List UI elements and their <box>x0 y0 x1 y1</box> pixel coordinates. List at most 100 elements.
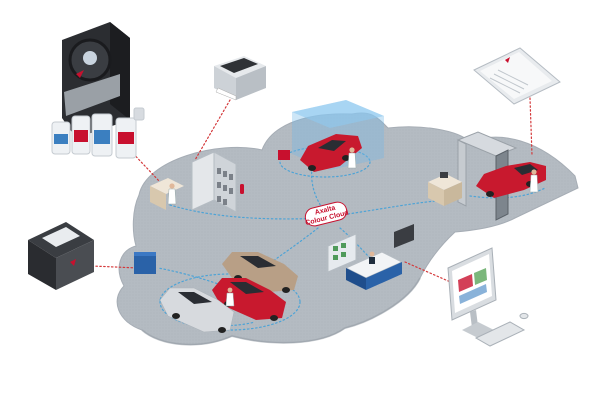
head <box>227 287 233 293</box>
bottle-cap <box>133 107 145 121</box>
wheel <box>218 327 226 333</box>
poster <box>333 255 338 260</box>
car-window <box>240 256 276 268</box>
scale-front <box>28 240 56 290</box>
body <box>225 292 235 307</box>
path-booth-to-hub <box>311 167 326 213</box>
monitor-chart-a <box>458 274 473 292</box>
scale-display <box>42 227 80 247</box>
car-window <box>318 140 346 151</box>
silver-car <box>159 287 235 333</box>
spectrophotometer-icon[interactable] <box>51 22 145 159</box>
wall-posters <box>333 243 346 260</box>
workbench-top <box>150 178 184 194</box>
wheel <box>308 165 316 171</box>
bottle-label <box>94 130 110 144</box>
colour-cloud-hub[interactable]: Axalta Colour Cloud <box>303 200 349 228</box>
tablet-screen <box>480 52 552 99</box>
monitor-icon[interactable] <box>447 247 529 347</box>
hub-pill <box>304 201 348 227</box>
link-tablet <box>529 97 533 156</box>
desk-side <box>444 182 462 206</box>
path-office-to-spray <box>469 187 546 199</box>
link-printer <box>194 99 231 161</box>
bottle-label <box>54 134 68 144</box>
parking-ring <box>159 273 301 331</box>
wheel <box>270 315 278 321</box>
paint-trolley <box>278 150 290 160</box>
parked-cars-icon[interactable] <box>134 252 298 333</box>
spray-red-car <box>476 162 546 198</box>
car-window <box>514 164 538 175</box>
monitor-chart-c <box>459 284 487 304</box>
poster <box>341 252 346 257</box>
parts-cabinet <box>134 256 156 274</box>
monitor-chart-b <box>474 268 487 285</box>
scale-icon[interactable] <box>28 222 94 290</box>
receptionist <box>369 251 375 264</box>
booth-ring <box>279 146 371 178</box>
mouse <box>519 312 529 320</box>
desk-top <box>428 174 462 190</box>
tin <box>217 182 221 188</box>
counter-side <box>366 262 402 290</box>
spray-technician <box>529 169 539 193</box>
spectro-side <box>110 22 130 120</box>
spectro-accent <box>76 70 84 78</box>
mixing-room-icon[interactable] <box>150 151 244 213</box>
printer-icon[interactable] <box>214 56 266 101</box>
printer-lid <box>220 58 258 73</box>
shelf-tins <box>217 168 233 205</box>
scale-side <box>56 240 94 290</box>
car-window <box>230 282 264 294</box>
technician <box>167 183 177 205</box>
bottle-label <box>118 132 134 144</box>
workstation-icon[interactable] <box>428 172 462 206</box>
link-monitor <box>404 261 456 285</box>
fire-extinguisher <box>240 184 244 194</box>
body <box>347 152 357 169</box>
reception-icon[interactable] <box>327 224 414 290</box>
paint-bottles <box>51 107 145 159</box>
car-body <box>222 252 298 292</box>
wheel <box>342 155 350 161</box>
booth-light-top <box>292 100 384 128</box>
workbench-front <box>150 186 166 210</box>
tablet-brand-mark <box>505 57 510 63</box>
head <box>369 251 375 257</box>
spray-booth-icon[interactable] <box>456 131 546 221</box>
red-car <box>300 134 362 172</box>
link-scale <box>91 265 139 269</box>
bottle-label <box>74 130 88 142</box>
spectro-lens <box>83 51 97 65</box>
shelf-unit <box>191 151 215 211</box>
body <box>369 257 375 264</box>
tin <box>223 171 227 177</box>
head <box>531 169 537 175</box>
cloud-shadow <box>141 277 421 346</box>
tin <box>217 196 221 202</box>
tin <box>223 199 227 205</box>
car-body <box>159 287 235 333</box>
tin <box>217 168 221 174</box>
poster <box>341 243 346 248</box>
hub-label-line1: Axalta <box>314 205 336 217</box>
tablet-text-line <box>493 73 525 90</box>
path-hub-to-parking <box>254 227 319 276</box>
scale-brand-mark <box>70 259 76 266</box>
poster <box>333 246 338 251</box>
wheel <box>282 287 290 293</box>
head <box>169 183 175 189</box>
car-window <box>178 292 212 304</box>
desk-front <box>428 182 444 206</box>
tin <box>223 185 227 191</box>
tablet-icon[interactable] <box>473 47 561 105</box>
printer-side <box>236 66 266 100</box>
wheel <box>486 191 494 197</box>
printer-front <box>214 66 236 100</box>
head <box>349 147 355 153</box>
tablet-text-line <box>489 77 521 94</box>
booth-icon[interactable] <box>278 100 384 172</box>
parking-technician <box>225 287 235 307</box>
